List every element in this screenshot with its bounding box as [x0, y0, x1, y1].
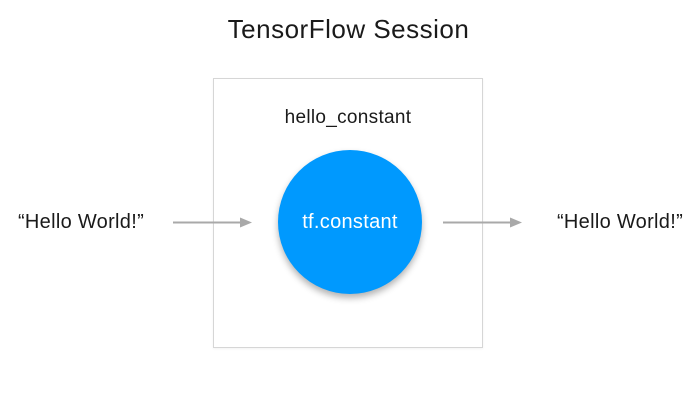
input-value-label: “Hello World!” [17, 211, 145, 233]
node-label: tf.constant [302, 210, 398, 233]
output-arrow-icon [443, 217, 522, 228]
tf-constant-node: tf.constant [278, 150, 422, 294]
output-value-label: “Hello World!” [556, 211, 684, 233]
input-arrow-icon [173, 217, 252, 228]
box-label: hello_constant [284, 107, 412, 128]
diagram-title: TensorFlow Session [227, 14, 470, 44]
